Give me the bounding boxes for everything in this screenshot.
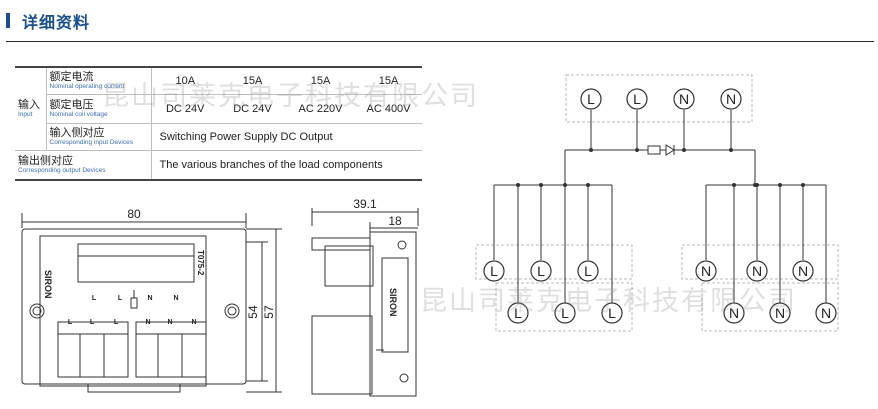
dim-depth-total: 39.1 bbox=[353, 197, 377, 211]
header-divider bbox=[6, 41, 874, 42]
live-terminal-icon bbox=[554, 302, 576, 324]
terminal-label: N bbox=[167, 319, 172, 326]
dim-height-outer: 57 bbox=[262, 305, 276, 319]
output-devices-label: 输出侧对应 Corresponding output Devices bbox=[15, 150, 152, 181]
current-cell: 15A bbox=[286, 66, 355, 95]
terminal-letter: L bbox=[514, 305, 522, 321]
rated-current-label: 额定电流 Nominal operating current bbox=[46, 66, 152, 95]
rated-voltage-label: 额定电压 Nominal coil voltage bbox=[46, 94, 152, 124]
live-terminal-icon bbox=[626, 88, 648, 110]
terminal-letter: L bbox=[608, 305, 616, 321]
terminal-letter: L bbox=[584, 263, 592, 279]
terminal-letter: N bbox=[701, 263, 711, 279]
voltage-cell: DC 24V bbox=[219, 94, 286, 124]
voltage-cell: AC 400V bbox=[355, 94, 422, 124]
terminal-label: L bbox=[114, 319, 119, 326]
input-devices-value: Switching Power Supply DC Output bbox=[151, 123, 422, 151]
terminal-label: L bbox=[118, 295, 123, 302]
neutral-terminal-icon bbox=[673, 88, 695, 110]
terminal-label: N bbox=[147, 295, 152, 302]
voltage-cell: AC 220V bbox=[286, 94, 355, 124]
dim-height-inner: 54 bbox=[246, 305, 260, 319]
neutral-terminal-icon bbox=[815, 302, 837, 324]
section-title: 详细资料 bbox=[22, 15, 91, 32]
spec-table: 输入 Input 额定电流 Nominal operating current … bbox=[15, 66, 422, 181]
terminal-letter: L bbox=[633, 91, 641, 107]
row-input-devices: 输入侧对应 Corresponding input Devices Switch… bbox=[15, 123, 422, 151]
live-terminal-icon bbox=[580, 88, 602, 110]
live-terminal-icon bbox=[507, 302, 529, 324]
live-terminal-icon bbox=[601, 302, 623, 324]
terminal-label: L bbox=[92, 295, 97, 302]
live-terminal-icon bbox=[530, 260, 552, 282]
terminal-label: L bbox=[90, 319, 95, 326]
row-rated-voltage: 额定电压 Nominal coil voltage DC 24V DC 24V … bbox=[15, 94, 422, 124]
section-header: 详细资料 bbox=[0, 0, 878, 42]
terminal-letter: N bbox=[752, 263, 762, 279]
terminal-label: N bbox=[173, 295, 178, 302]
voltage-cell: DC 24V bbox=[151, 94, 219, 124]
input-label: 输入 Input bbox=[15, 66, 47, 151]
terminal-letter: N bbox=[679, 91, 689, 107]
terminal-label: N bbox=[145, 319, 150, 326]
row-output-devices: 输出侧对应 Corresponding output Devices The v… bbox=[15, 150, 422, 181]
live-terminal-icon bbox=[577, 260, 599, 282]
dim-depth-front: 18 bbox=[388, 214, 402, 228]
terminal-label: L bbox=[68, 319, 73, 326]
current-cell: 10A bbox=[151, 66, 219, 95]
terminal-letter: L bbox=[537, 263, 545, 279]
dim-width: 80 bbox=[127, 207, 141, 221]
brand-label: SIRON bbox=[43, 270, 53, 299]
input-devices-label: 输入侧对应 Corresponding input Devices bbox=[46, 123, 152, 151]
current-cell: 15A bbox=[355, 66, 422, 95]
current-cell: 15A bbox=[219, 66, 286, 95]
terminal-letter: N bbox=[729, 305, 739, 321]
terminal-letter: N bbox=[726, 91, 736, 107]
neutral-terminal-icon bbox=[746, 260, 768, 282]
terminal-letter: L bbox=[587, 91, 595, 107]
terminal-letter: N bbox=[798, 263, 808, 279]
terminal-letter: L bbox=[561, 305, 569, 321]
output-devices-value: The various branches of the load compone… bbox=[151, 150, 422, 181]
row-rated-current: 输入 Input 额定电流 Nominal operating current … bbox=[15, 66, 422, 151]
neutral-terminal-icon bbox=[723, 302, 745, 324]
terminal-letter: N bbox=[821, 305, 831, 321]
live-terminal-icon bbox=[483, 260, 505, 282]
side-brand-label: SIRON bbox=[388, 288, 398, 317]
neutral-terminal-icon bbox=[720, 88, 742, 110]
neutral-terminal-icon bbox=[792, 260, 814, 282]
neutral-terminal-icon bbox=[695, 260, 717, 282]
header-bar bbox=[6, 13, 10, 28]
terminal-letter: N bbox=[775, 305, 785, 321]
terminal-label: N bbox=[191, 319, 196, 326]
neutral-terminal-icon bbox=[769, 302, 791, 324]
terminal-letter: L bbox=[490, 263, 498, 279]
model-label: T075-2 bbox=[196, 250, 205, 276]
